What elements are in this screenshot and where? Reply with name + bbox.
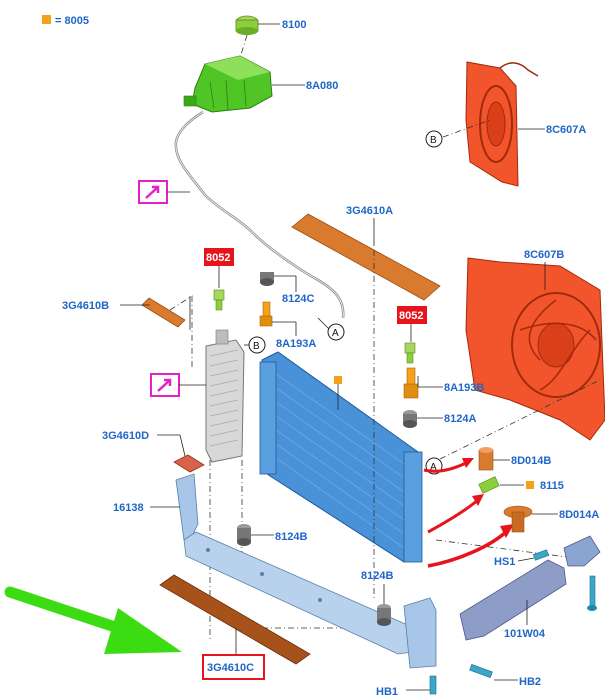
callout-101W04[interactable]: 101W04 xyxy=(504,628,546,640)
callout-8D014A[interactable]: 8D014A xyxy=(559,509,599,521)
svg-text:A: A xyxy=(430,462,437,473)
foam-strip-3g4610a[interactable] xyxy=(291,213,441,301)
rubber-mount-8124b-upper[interactable] xyxy=(237,524,251,546)
svg-text:B: B xyxy=(253,341,260,352)
red-arrow-2 xyxy=(427,498,479,534)
hose-8d014b[interactable] xyxy=(478,447,494,471)
callout-HB2[interactable]: HB2 xyxy=(519,676,541,688)
foam-pad-3g4610d[interactable] xyxy=(173,454,205,473)
bolt-hb2[interactable] xyxy=(469,664,493,678)
coolant-reservoir[interactable] xyxy=(183,55,273,113)
callout-3G4610D[interactable]: 3G4610D xyxy=(102,430,149,442)
callout-8124B-lower[interactable]: 8124B xyxy=(361,570,393,582)
highlight-box-8052-left[interactable]: 8052 xyxy=(204,248,234,266)
red-arrow-3 xyxy=(427,530,508,568)
legend-text: = 8005 xyxy=(55,15,89,27)
ref-circle-b-top xyxy=(425,130,443,148)
lower-right-bracket[interactable] xyxy=(403,597,437,669)
reservoir-hose xyxy=(174,110,345,319)
legend-marker xyxy=(42,15,51,24)
highlight-frame-3g4610c xyxy=(202,654,265,680)
svg-text:B: B xyxy=(430,135,437,146)
bracket-101w04[interactable] xyxy=(459,535,601,641)
callout-8C607A[interactable]: 8C607A xyxy=(546,124,586,136)
callout-8A080[interactable]: 8A080 xyxy=(306,80,338,92)
callout-8124B-upper[interactable]: 8124B xyxy=(275,531,307,543)
radiator[interactable] xyxy=(259,351,423,563)
svg-text:8052: 8052 xyxy=(206,252,230,264)
bleed-screw-right[interactable] xyxy=(404,342,416,364)
hose-8d014a[interactable] xyxy=(503,505,533,533)
fan-shroud-a[interactable] xyxy=(465,61,539,187)
callout-3G4610A[interactable]: 3G4610A xyxy=(346,205,393,217)
svg-text:A: A xyxy=(332,328,339,339)
screw-hs1[interactable] xyxy=(533,549,549,561)
pressure-cap[interactable] xyxy=(235,15,259,35)
rubber-mount-8124c[interactable] xyxy=(260,272,274,286)
callout-8A193B[interactable]: 8A193B xyxy=(444,382,484,394)
radiator-marker xyxy=(334,376,342,384)
highlight-box-8052-right[interactable]: 8052 xyxy=(397,306,427,324)
charge-air-cooler[interactable] xyxy=(205,329,245,463)
sensor-8115-marker xyxy=(526,481,534,489)
callout-8124A[interactable]: 8124A xyxy=(444,413,476,425)
callout-HB1[interactable]: HB1 xyxy=(376,686,398,698)
callout-8D014B[interactable]: 8D014B xyxy=(511,455,551,467)
callout-8C607B[interactable]: 8C607B xyxy=(524,249,564,261)
ref-circle-b-cooler xyxy=(248,336,266,354)
callout-3G4610C[interactable]: 3G4610C xyxy=(207,662,254,674)
pink-arrow-icon-1 xyxy=(138,180,168,204)
svg-text:8052: 8052 xyxy=(399,310,423,322)
rubber-mount-8124a[interactable] xyxy=(403,410,417,428)
green-pointer-arrow xyxy=(4,586,182,654)
ref-circle-a-upper xyxy=(327,323,345,341)
callout-16138[interactable]: 16138 xyxy=(113,502,144,514)
bolt-hb1[interactable] xyxy=(429,675,437,695)
sensor-8115[interactable] xyxy=(478,476,500,494)
callout-8124C[interactable]: 8124C xyxy=(282,293,314,305)
bracket-8a193b[interactable] xyxy=(403,367,419,399)
callout-3G4610B[interactable]: 3G4610B xyxy=(62,300,109,312)
callout-8115[interactable]: 8115 xyxy=(540,480,564,492)
bracket-8a193a[interactable] xyxy=(259,301,273,327)
callout-HS1[interactable]: HS1 xyxy=(494,556,515,568)
rubber-mount-8124b-lower[interactable] xyxy=(377,604,391,626)
bleed-screw-left[interactable] xyxy=(213,289,225,311)
callout-8A193A[interactable]: 8A193A xyxy=(276,338,316,350)
callout-8100[interactable]: 8100 xyxy=(282,19,306,31)
foam-strip-3g4610b[interactable] xyxy=(141,297,186,328)
foam-strip-3g4610c[interactable] xyxy=(159,574,311,665)
pink-arrow-icon-2 xyxy=(150,373,180,397)
bolt-vertical-right[interactable] xyxy=(587,575,597,611)
fan-shroud-b[interactable] xyxy=(465,257,605,441)
